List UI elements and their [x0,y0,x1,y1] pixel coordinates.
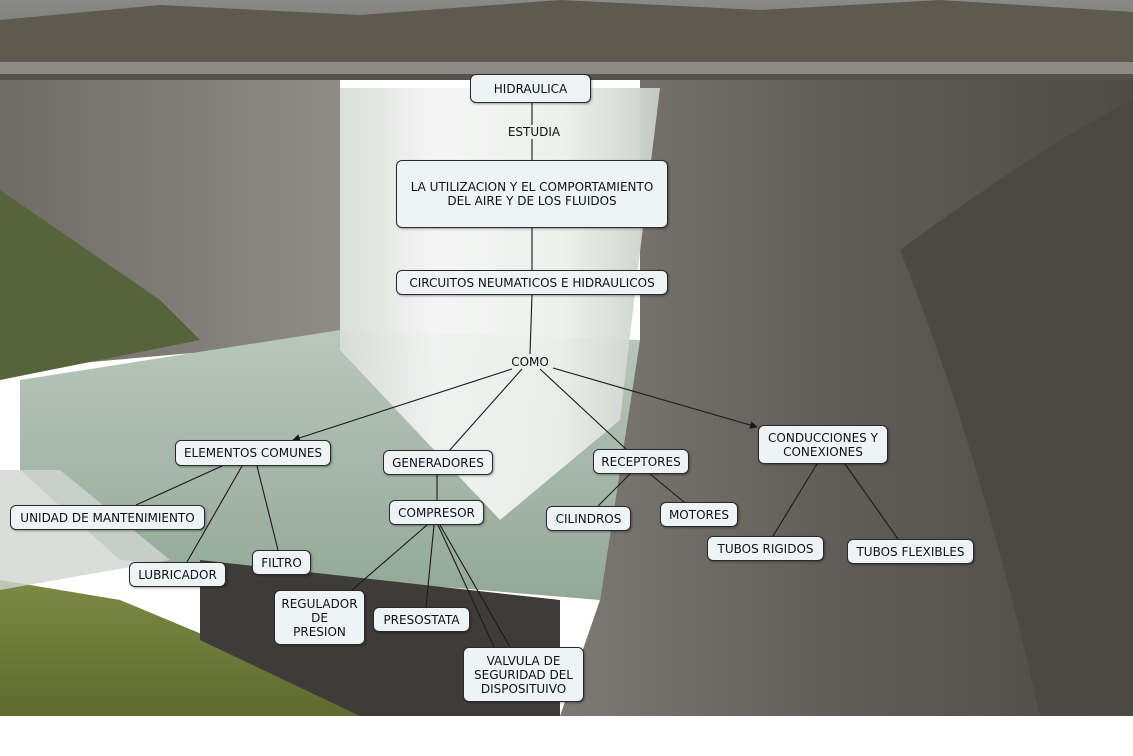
node-elementos-comunes[interactable]: ELEMENTOS COMUNES [175,440,331,466]
node-hidraulica[interactable]: HIDRAULICA [470,74,591,103]
background-photo [0,0,1133,716]
link-label-estudia: ESTUDIA [494,124,574,140]
node-tubos-flexibles[interactable]: TUBOS FLEXIBLES [847,539,974,564]
node-conducciones[interactable]: CONDUCCIONES Y CONEXIONES [758,425,888,464]
node-presostata[interactable]: PRESOSTATA [373,607,470,632]
node-tubos-rigidos[interactable]: TUBOS RIGIDOS [707,536,824,561]
node-regulador-presion[interactable]: REGULADOR DE PRESION [274,590,365,645]
node-circuitos[interactable]: CIRCUITOS NEUMATICOS E HIDRAULICOS [396,270,668,295]
node-valvula-seguridad[interactable]: VALVULA DE SEGURIDAD DEL DISPOSITUIVO [463,647,584,702]
node-motores[interactable]: MOTORES [660,502,738,527]
node-receptores[interactable]: RECEPTORES [593,449,689,474]
node-utilizacion[interactable]: LA UTILIZACION Y EL COMPORTAMIENTO DEL A… [396,160,668,228]
node-filtro[interactable]: FILTRO [252,550,311,575]
node-generadores[interactable]: GENERADORES [383,450,493,475]
node-unidad-mantenimiento[interactable]: UNIDAD DE MANTENIMIENTO [10,505,205,530]
node-compresor[interactable]: COMPRESOR [389,500,484,525]
node-lubricador[interactable]: LUBRICADOR [129,562,226,587]
node-cilindros[interactable]: CILINDROS [546,506,631,531]
link-label-como: COMO [500,354,560,370]
